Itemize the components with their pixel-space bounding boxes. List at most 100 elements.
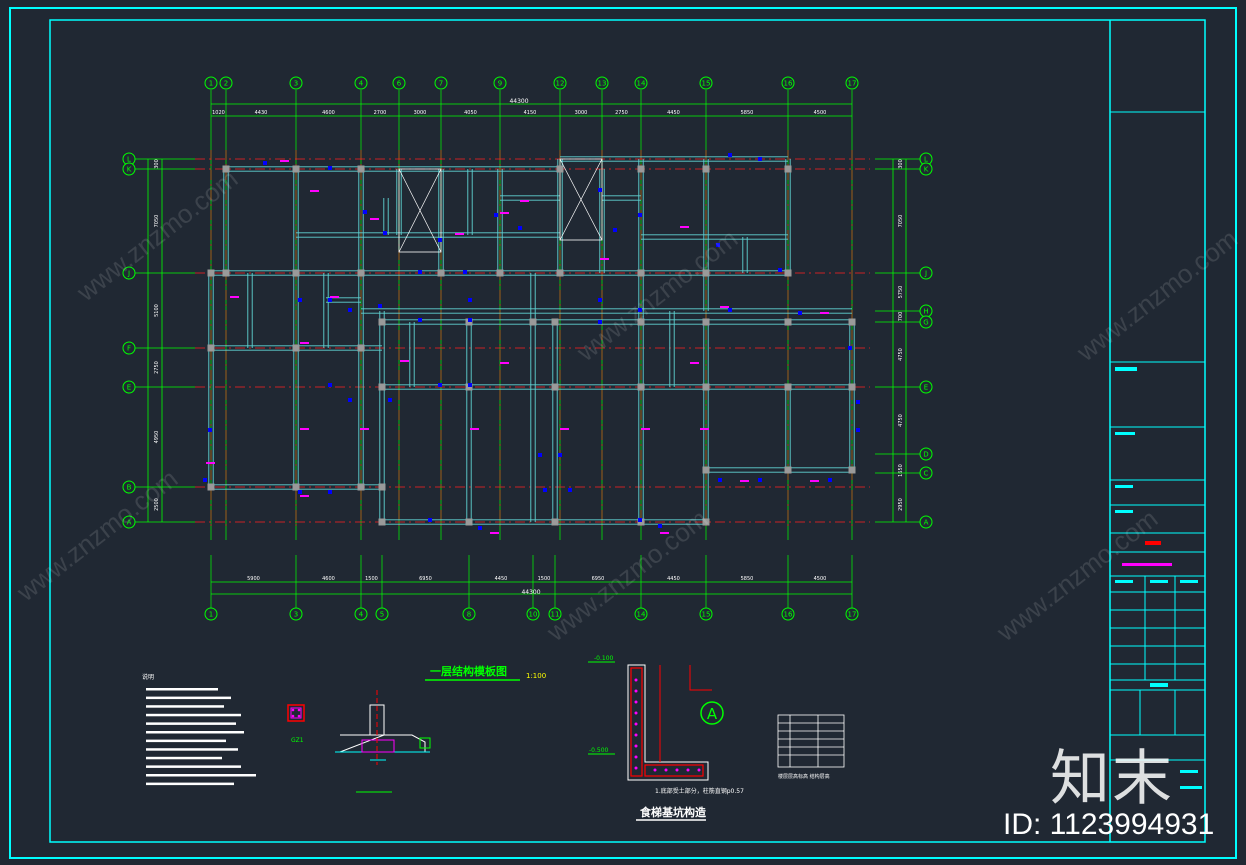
- axis-bubble-bottom: 1: [204, 607, 218, 621]
- total-dim-bottom: 44300: [521, 589, 540, 596]
- axis-bubble-bottom: 10: [526, 607, 540, 621]
- drawing-scale: 1:100: [526, 672, 546, 680]
- top-dim-text: 5850: [741, 110, 754, 116]
- svg-text:D: D: [923, 451, 928, 459]
- axis-bubble-right: E: [919, 380, 933, 394]
- elevator-pit-detail: -0.100 -0.500 A 1.底部受土部分，柱筋直钢p0.57 食梯基坑构…: [588, 655, 744, 821]
- bottom-dim-text: 4500: [814, 576, 827, 582]
- svg-text:J: J: [924, 270, 927, 278]
- right-dim-text: 300: [898, 159, 904, 169]
- axis-bubble-top: 16: [781, 76, 795, 90]
- left-dim-text: 2500: [154, 498, 160, 511]
- svg-text:K: K: [924, 166, 929, 174]
- axis-bubble-bottom: 14: [634, 607, 648, 621]
- top-dim-text: 3000: [414, 110, 427, 116]
- svg-text:L: L: [924, 156, 928, 164]
- axis-bubble-top: 2: [219, 76, 233, 90]
- axis-bubble-top: 7: [434, 76, 448, 90]
- axis-bubble-bottom: 5: [375, 607, 389, 621]
- top-dim-text: 4150: [524, 110, 537, 116]
- left-dim-text: 300: [154, 159, 160, 169]
- svg-text:8: 8: [467, 611, 471, 619]
- bottom-dim-text: 6950: [419, 576, 432, 582]
- svg-text:G: G: [923, 319, 928, 327]
- svg-text:16: 16: [784, 80, 793, 88]
- axis-bubble-top: 1: [204, 76, 218, 90]
- svg-text:13: 13: [598, 80, 607, 88]
- svg-text:17: 17: [848, 611, 857, 619]
- right-dim-text: 5750: [898, 286, 904, 299]
- svg-text:H: H: [923, 308, 928, 316]
- inner-frame: [49, 19, 1206, 843]
- svg-text:14: 14: [637, 80, 646, 88]
- top-dim-text: 4430: [255, 110, 268, 116]
- svg-text:K: K: [127, 166, 132, 174]
- svg-text:10: 10: [529, 611, 538, 619]
- axis-bubble-right: D: [919, 447, 933, 461]
- svg-text:E: E: [127, 384, 131, 392]
- right-dim-text: 700: [898, 312, 904, 322]
- svg-text:9: 9: [498, 80, 502, 88]
- detail-note: 1.底部受土部分，柱筋直钢p0.57: [655, 787, 744, 795]
- svg-text:B: B: [127, 484, 132, 492]
- svg-text:12: 12: [556, 80, 565, 88]
- right-dim-text: 7050: [898, 215, 904, 228]
- svg-text:4: 4: [359, 611, 364, 619]
- top-dim-text: 4500: [814, 110, 827, 116]
- elevation-bottom: -0.500: [589, 747, 609, 754]
- axis-bubble-bottom: 8: [462, 607, 476, 621]
- axis-bubble-top: 14: [634, 76, 648, 90]
- column-section-detail: GZ1: [287, 704, 305, 744]
- bottom-dim-text: 4450: [495, 576, 508, 582]
- svg-text:6: 6: [397, 80, 402, 88]
- axis-bubble-top: 9: [493, 76, 507, 90]
- beam-layout: [203, 153, 860, 534]
- axis-bubble-top: 4: [354, 76, 368, 90]
- svg-text:15: 15: [702, 80, 711, 88]
- top-dim-text: 4450: [667, 110, 680, 116]
- svg-text:E: E: [924, 384, 928, 392]
- brand-logo: 知末: [1050, 744, 1174, 814]
- svg-text:L: L: [127, 156, 131, 164]
- svg-text:A: A: [127, 519, 132, 527]
- svg-text:14: 14: [637, 611, 646, 619]
- top-dim-text: 2750: [615, 110, 628, 116]
- svg-text:1: 1: [209, 611, 213, 619]
- axis-bubble-left: A: [122, 515, 136, 529]
- svg-text:17: 17: [848, 80, 857, 88]
- top-dim-text: 3000: [575, 110, 588, 116]
- title-block: [1110, 111, 1205, 789]
- svg-text:15: 15: [702, 611, 711, 619]
- notes-heading: 说明: [142, 673, 154, 681]
- left-dim-text: 2750: [154, 361, 160, 374]
- axis-bubble-top: 15: [699, 76, 713, 90]
- svg-text:3: 3: [294, 611, 298, 619]
- axis-bubble-bottom: 15: [699, 607, 713, 621]
- axis-bubble-top: 3: [289, 76, 303, 90]
- axis-bubble-right: A: [919, 515, 933, 529]
- axis-bubble-right: C: [919, 466, 933, 480]
- top-dim-text: 4600: [322, 110, 335, 116]
- axis-bubble-bottom: 4: [354, 607, 368, 621]
- right-dim-text: 4750: [898, 414, 904, 427]
- axis-bubble-top: 13: [595, 76, 609, 90]
- bottom-dim-text: 5900: [247, 576, 260, 582]
- footing-detail: [335, 690, 431, 765]
- right-dim-text: 2950: [898, 498, 904, 511]
- bottom-dim-text: 1500: [538, 576, 551, 582]
- axis-bubble-left: K: [122, 162, 136, 176]
- bottom-dim-text: 5850: [741, 576, 754, 582]
- elevation-top: -0.100: [594, 655, 614, 662]
- right-dim-text: 1650: [898, 464, 904, 477]
- general-notes: 说明: [142, 673, 256, 786]
- axis-bubble-left: B: [122, 480, 136, 494]
- axis-bubble-top: 12: [553, 76, 567, 90]
- axis-bubble-right: H: [919, 304, 933, 318]
- svg-text:4: 4: [359, 80, 364, 88]
- axis-bubble-right: G: [919, 315, 933, 329]
- outer-frame: [9, 7, 1237, 859]
- left-dim-text: 5100: [154, 304, 160, 317]
- axis-bubble-left: J: [122, 266, 136, 280]
